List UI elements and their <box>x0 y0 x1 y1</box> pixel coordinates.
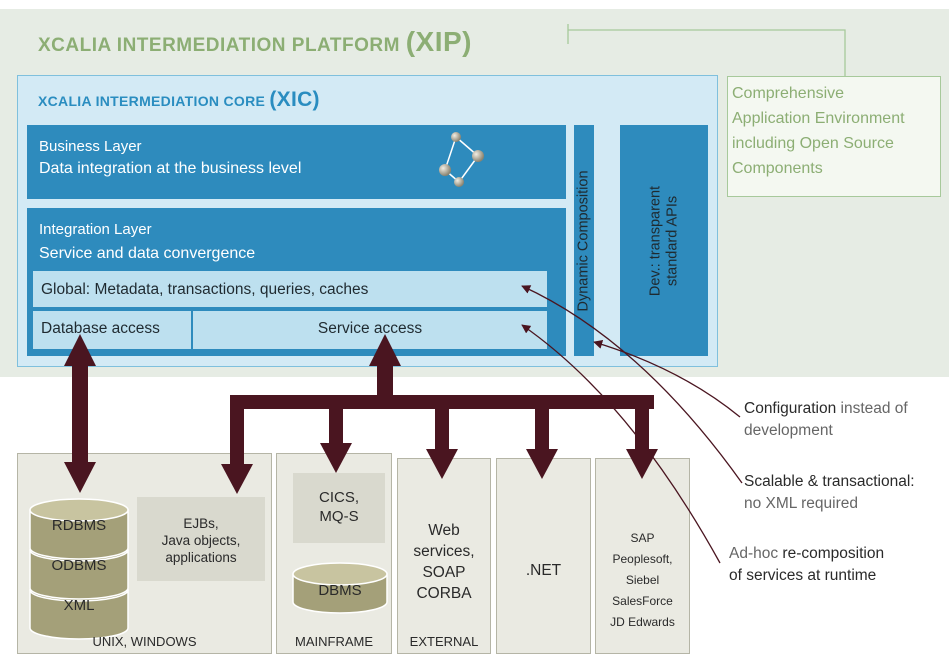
adhoc-annotation: Ad-hoc re-composition of services at run… <box>729 545 885 584</box>
rdbms-label: RDBMS <box>51 517 107 534</box>
global-bar: Global: Metadata, transactions, queries,… <box>32 270 548 308</box>
dev-apis-bar: Dev.: transparent standard APIs <box>620 125 708 356</box>
net-text: .NET <box>525 562 562 579</box>
ejb-box: EJBs, Java objects, applications <box>137 497 265 581</box>
external-label: EXTERNAL <box>409 634 479 649</box>
database-access-box: Database access <box>32 310 192 350</box>
platform-title: XCALIA INTERMEDIATION PLATFORM (XIP) <box>38 26 472 57</box>
configuration-annotation: Configuration instead of development <box>744 400 908 439</box>
web-services-text: Web services, SOAP CORBA <box>413 522 475 602</box>
environment-callout-box <box>727 76 941 197</box>
environment-callout-text: Comprehensive Application Environment in… <box>732 85 905 177</box>
service-bus-arrows <box>221 334 658 494</box>
unix-windows-label: UNIX, WINDOWS <box>92 634 197 649</box>
dbms-cylinder-icon <box>292 562 388 614</box>
dynamic-composition-bar: Dynamic Composition <box>574 125 594 356</box>
business-layer-subtitle: Data integration at the business level <box>39 160 302 177</box>
mainframe-label: MAINFRAME <box>295 634 373 649</box>
business-layer: Business Layer Data integration at the b… <box>27 125 566 199</box>
database-double-arrow <box>64 334 96 493</box>
molecule-icon <box>439 132 484 187</box>
integration-layer-title: Integration Layer <box>39 221 152 238</box>
cics-box: CICS, MQ-S <box>293 473 385 543</box>
integration-layer-subtitle: Service and data convergence <box>39 245 256 262</box>
database-stack-icon <box>29 498 129 640</box>
erp-column <box>595 458 690 654</box>
external-column <box>397 458 491 654</box>
odbms-label: ODBMS <box>51 557 107 574</box>
xml-label: XML <box>63 597 95 614</box>
business-layer-title: Business Layer <box>39 138 142 155</box>
scalable-annotation: Scalable & transactional: no XML require… <box>744 473 915 512</box>
erp-text: SAP Peoplesoft, Siebel SalesForce JD Edw… <box>610 531 675 629</box>
callout-connector <box>567 24 846 76</box>
annotation-pointers <box>521 285 743 564</box>
dbms-label: DBMS <box>318 582 362 599</box>
service-access-box: Service access <box>192 310 548 350</box>
core-title: XCALIA INTERMEDIATION CORE (XIC) <box>38 88 320 111</box>
net-column <box>496 458 591 654</box>
